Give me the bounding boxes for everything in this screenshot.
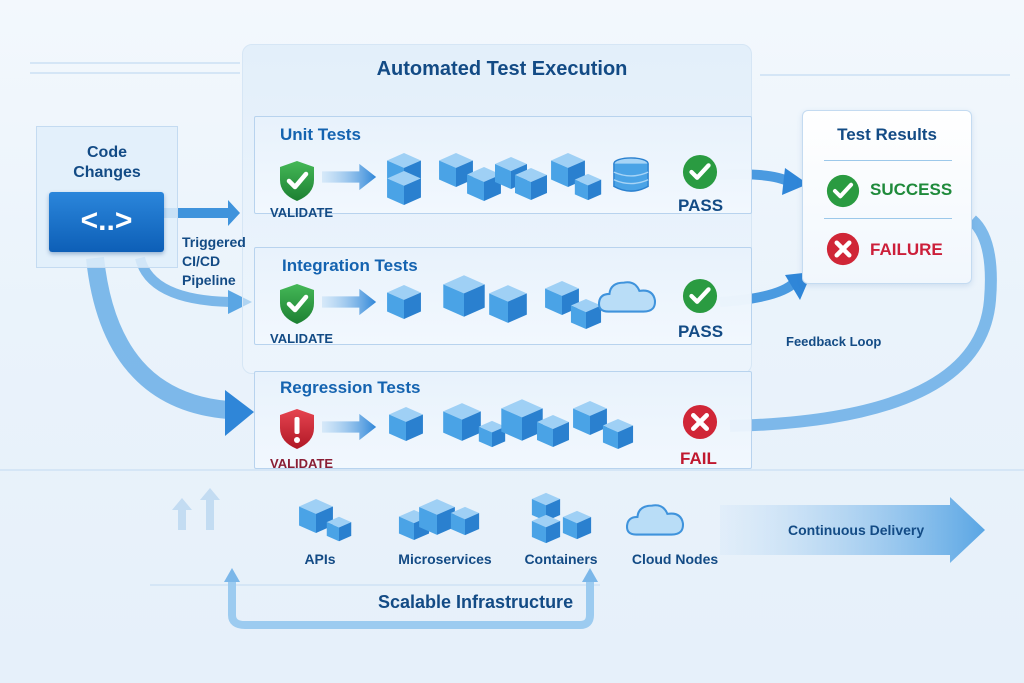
infra-label-cloud-nodes: Cloud Nodes: [631, 551, 719, 567]
arrow-code-to-unit: [164, 200, 240, 226]
trigger-label: Triggered CI/CD Pipeline: [182, 233, 246, 290]
server-icon: [501, 399, 543, 441]
server-icon: [489, 285, 527, 323]
validate-label: VALIDATE: [270, 331, 334, 346]
infra-label-microservices: Microservices: [398, 551, 492, 567]
server-icon: [387, 285, 421, 319]
infra-label-containers: Containers: [524, 551, 598, 567]
x-circle-icon: [683, 405, 717, 439]
containers-icon: [531, 492, 592, 544]
infra-label-apis: APIs: [304, 551, 336, 567]
shield-alert-icon: [280, 409, 314, 449]
feedback-loop-label: Feedback Loop: [786, 334, 882, 349]
feedback-loop-arrow: [729, 215, 997, 432]
validate-label: VALIDATE: [270, 205, 334, 220]
flow-arrow-icon: [322, 163, 377, 191]
fail-label: FAIL: [680, 449, 717, 468]
success-label: SUCCESS: [870, 180, 953, 199]
flow-arrow-icon: [322, 413, 377, 441]
scalable-infrastructure-label: Scalable Infrastructure: [378, 592, 574, 612]
continuous-delivery-label: Continuous Delivery: [788, 522, 925, 538]
database-icon: [613, 157, 649, 192]
shield-check-icon: [280, 284, 314, 324]
server-icon: [443, 403, 481, 441]
regression-components: [389, 399, 634, 450]
trigger-line3: Pipeline: [182, 272, 236, 288]
code-changes-title: Code Changes: [36, 143, 178, 183]
pass-label: PASS: [678, 196, 724, 215]
up-arrows: [172, 488, 220, 530]
failure-label: FAILURE: [870, 240, 943, 259]
stage-title: Integration Tests: [282, 256, 418, 275]
validate-label: VALIDATE: [270, 456, 334, 471]
check-circle-icon: [683, 279, 717, 313]
stage-regression-tests: [254, 371, 752, 469]
api-server-icon: [299, 499, 352, 542]
stage-title: Unit Tests: [280, 125, 361, 144]
server-icon: [389, 407, 423, 441]
background-streaks: [0, 62, 1024, 586]
check-circle-icon: [683, 155, 717, 189]
server-icon: [573, 401, 607, 435]
shield-check-icon: [280, 161, 314, 201]
arrow-code-to-regression: [86, 257, 229, 419]
results-divider: [824, 218, 952, 219]
integration-components: [387, 275, 657, 330]
trigger-line1: Triggered: [182, 234, 246, 250]
results-divider: [824, 160, 952, 161]
scalable-infra-loop: [228, 580, 594, 629]
test-results-title: Test Results: [837, 125, 937, 144]
unit-components: [387, 153, 649, 205]
trigger-line2: CI/CD: [182, 253, 221, 269]
pass-label: PASS: [678, 322, 724, 341]
server-icon: [443, 275, 485, 317]
continuous-delivery-arrow: [720, 497, 985, 563]
success-check-icon: [826, 174, 860, 208]
microservices-icon: [398, 499, 480, 541]
stage-title: Regression Tests: [280, 378, 421, 397]
server-icon: [478, 420, 506, 448]
server-icon: [602, 418, 634, 450]
code-changes-title-line1: Code: [87, 144, 127, 161]
code-changes-title-line2: Changes: [73, 164, 141, 181]
failure-x-icon: [826, 232, 860, 266]
code-brackets-icon: <..>: [49, 192, 164, 252]
cloud-icon: [597, 281, 657, 313]
flow-arrow-icon: [322, 288, 377, 316]
diagram-title: Automated Test Execution: [376, 58, 628, 80]
cloud-icon: [625, 504, 685, 536]
